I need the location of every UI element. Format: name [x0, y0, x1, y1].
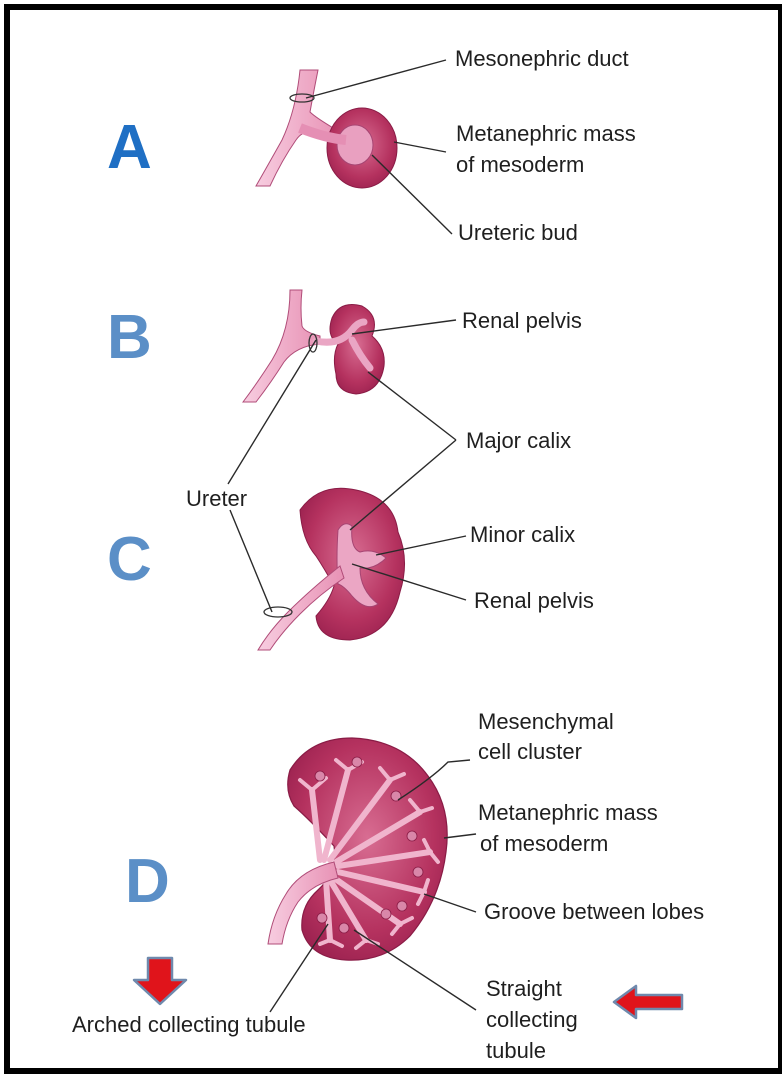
label-ureteric-bud: Ureteric bud [458, 220, 578, 245]
red-left-arrow-icon [614, 986, 682, 1018]
label-ureter: Ureter [186, 486, 247, 511]
label-metanephric-mass-a-1: Metanephric mass [456, 121, 636, 146]
label-arched-collecting-tubule: Arched collecting tubule [72, 1012, 306, 1037]
red-down-arrow-icon [134, 958, 186, 1004]
label-straight-3: tubule [486, 1038, 546, 1063]
leader-mesonephric-duct [306, 60, 446, 98]
panel-b-illustration [243, 290, 384, 402]
panel-letter-a: A [107, 113, 152, 182]
panel-letter-d: D [125, 847, 170, 916]
label-metanephric-mass-d-2: of mesoderm [480, 831, 608, 856]
leader-ureter-c [230, 510, 272, 612]
label-straight-1: Straight [486, 976, 562, 1001]
label-renal-pelvis-b: Renal pelvis [462, 308, 582, 333]
leader-metanephric-mass-a [394, 142, 446, 152]
label-metanephric-mass-a-2: of mesoderm [456, 152, 584, 177]
label-mesenchymal-2: cell cluster [478, 739, 582, 764]
panel-d-illustration [268, 738, 447, 960]
label-groove-between-lobes: Groove between lobes [484, 899, 704, 924]
label-renal-pelvis-c: Renal pelvis [474, 588, 594, 613]
panel-letter-b: B [107, 303, 152, 372]
panel-a: A Mesonephric duct Metanephric mass of m… [107, 46, 636, 245]
leader-major-calix-1 [368, 372, 456, 440]
leader-straight-tubule [354, 930, 476, 1010]
panel-letter-c: C [107, 525, 152, 594]
panel-d: D [72, 709, 704, 1063]
label-mesonephric-duct: Mesonephric duct [455, 46, 629, 71]
panel-b: B Renal pelvis Major calix [107, 290, 582, 453]
label-mesenchymal-1: Mesenchymal [478, 709, 614, 734]
label-major-calix: Major calix [466, 428, 571, 453]
label-minor-calix: Minor calix [470, 522, 575, 547]
leader-ureteric-bud [372, 155, 452, 234]
panel-a-illustration [256, 70, 397, 188]
label-straight-2: collecting [486, 1007, 578, 1032]
leader-metanephric-mass-d [444, 834, 476, 838]
label-metanephric-mass-d-1: Metanephric mass [478, 800, 658, 825]
leader-major-calix-2 [350, 440, 456, 530]
panel-c-illustration [258, 488, 405, 650]
